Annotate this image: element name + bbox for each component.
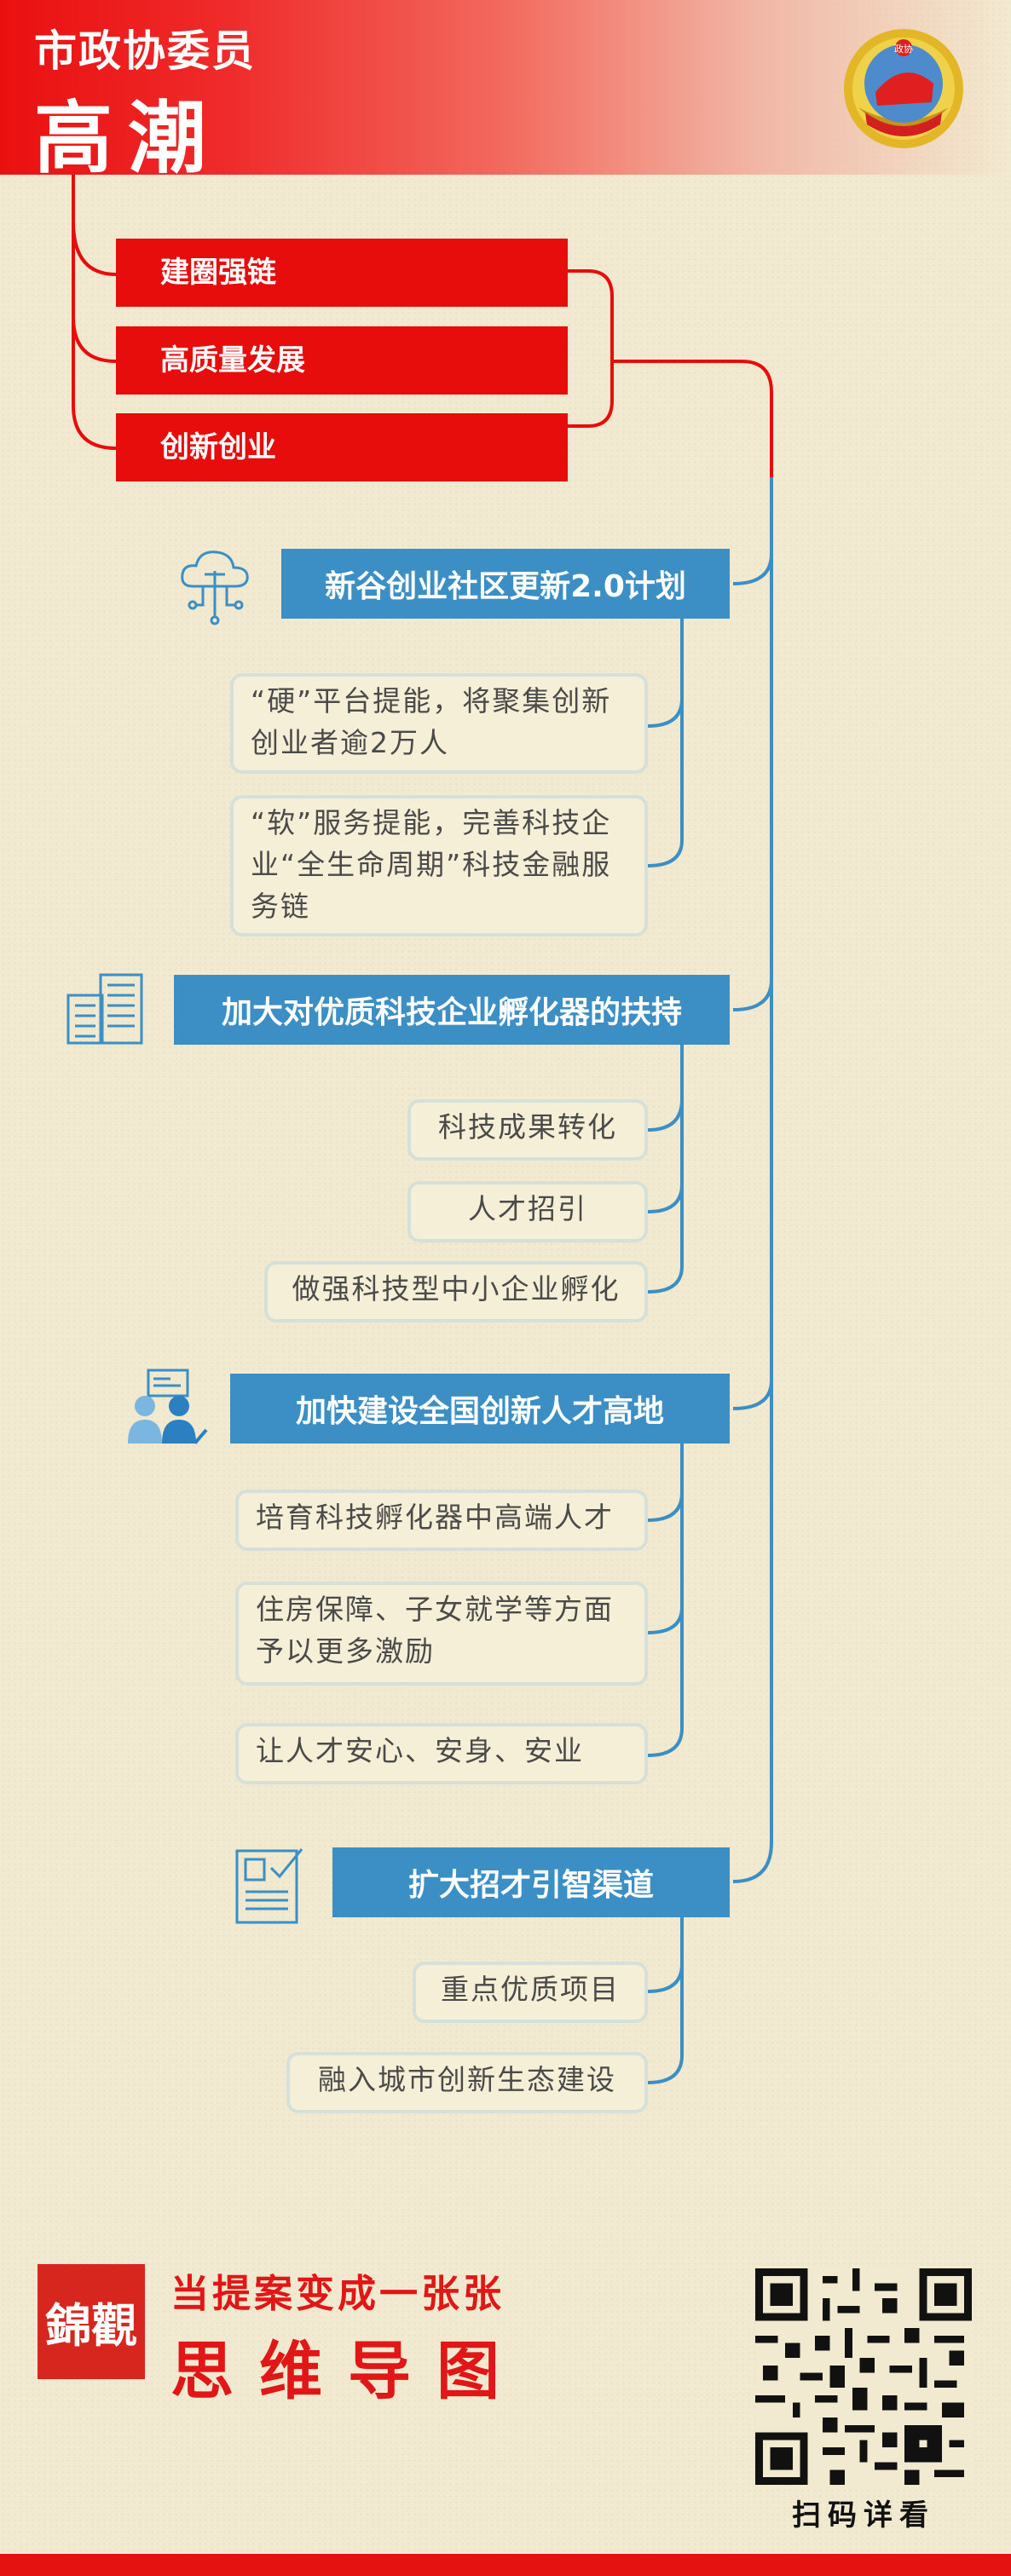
bottom-red-bar — [0, 2554, 1011, 2576]
branch-title: 新谷创业社区更新2.0计划 — [281, 549, 730, 619]
svg-text:政协: 政协 — [894, 43, 913, 55]
branch-title: 加快建设全国创新人才高地 — [230, 1374, 730, 1444]
leaf-node: 培育科技孵化器中高端人才 — [235, 1490, 648, 1551]
leaf-node: 融入城市创新生态建设 — [286, 2052, 648, 2113]
header-banner — [0, 0, 1011, 175]
talent-people-icon — [128, 1369, 208, 1444]
leaf-node: 让人才安心、安身、安业 — [235, 1723, 648, 1784]
leaf-node: 科技成果转化 — [407, 1099, 648, 1161]
leaf-node: “硬”平台提能，将聚集创新创业者逾2万人 — [230, 673, 648, 774]
topic-box: 建圈强链 — [116, 239, 568, 307]
leaf-node: “软”服务提能，完善科技企业“全生命周期”科技金融服务链 — [230, 795, 648, 936]
leaf-node: 重点优质项目 — [413, 1962, 648, 2023]
leaf-node: 人才招引 — [407, 1181, 648, 1242]
qr-code[interactable] — [755, 2268, 972, 2485]
topic-box: 创新创业 — [116, 413, 568, 481]
cppcc-emblem-icon: 政协 — [844, 29, 963, 148]
member-name: 高潮 — [34, 93, 222, 184]
leaf-node: 做强科技型中小企业孵化 — [264, 1261, 648, 1323]
resume-check-icon — [235, 1848, 303, 1924]
header-title: 市政协委员 — [34, 26, 256, 76]
topic-box-main: 高质量发展 — [116, 326, 568, 395]
footer-headline: 思维导图 — [170, 2335, 525, 2408]
branch-title: 扩大招才引智渠道 — [332, 1847, 730, 1917]
branch-title: 加大对优质科技企业孵化器的扶持 — [174, 975, 730, 1045]
qr-scan-label: 扫码详看 — [792, 2498, 935, 2533]
jinguan-logo: 錦觀 — [38, 2264, 145, 2379]
cloud-network-icon — [181, 550, 249, 625]
office-building-icon — [66, 973, 143, 1045]
footer-tagline: 当提案变成一张张 — [170, 2271, 506, 2316]
leaf-node: 住房保障、子女就学等方面予以更多激励 — [235, 1582, 648, 1686]
